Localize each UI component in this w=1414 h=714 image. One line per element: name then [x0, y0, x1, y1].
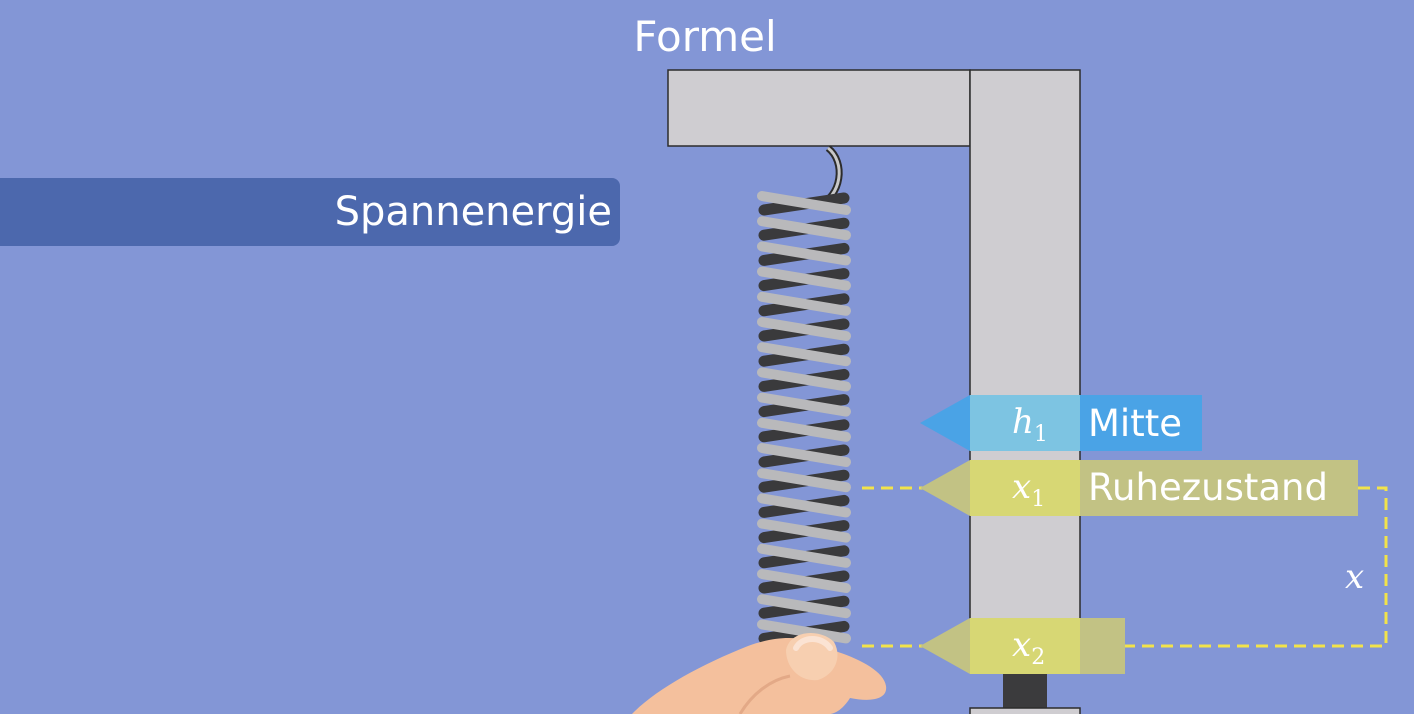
spring-coil	[757, 493, 851, 518]
distance-label: x	[1345, 557, 1365, 597]
spring-coil	[757, 443, 851, 467]
stand-top-arm	[667, 69, 971, 147]
hand-icon	[632, 632, 887, 714]
spring-coil	[757, 291, 851, 316]
spring-coil	[757, 241, 851, 266]
spring-coil	[757, 266, 851, 291]
topic-badge-label: Spannenergie	[334, 189, 612, 235]
spring-coil	[757, 367, 851, 392]
spring-coil	[757, 317, 851, 341]
spring-coil	[757, 216, 851, 241]
stand-base-connector	[1003, 672, 1047, 708]
spring-coil	[757, 468, 851, 493]
spring-icon	[757, 191, 851, 644]
page-title: Formel	[633, 12, 777, 61]
marker-x2-symbol: x2	[1012, 625, 1046, 670]
topic-badge: Spannenergie	[0, 178, 620, 246]
marker-x1-symbol: x1	[1012, 467, 1046, 512]
spring-coil	[757, 543, 851, 568]
spring-coil	[757, 594, 851, 619]
marker-h1-symbol: h1	[1012, 402, 1048, 447]
marker-x1	[920, 460, 1358, 516]
spring-coil	[757, 392, 851, 417]
marker-x1-label: Ruhezustand	[1088, 466, 1328, 509]
stand-base	[969, 707, 1081, 714]
stand-post	[969, 69, 1081, 673]
spring-coil	[757, 569, 851, 593]
marker-h1	[920, 395, 1202, 451]
marker-x2	[920, 618, 1125, 674]
spring-coil	[757, 417, 851, 442]
spring-coil	[757, 619, 851, 644]
spring-coil	[757, 518, 851, 543]
spring-coil	[757, 342, 851, 367]
spring-coil	[757, 191, 851, 215]
distance-bracket	[862, 486, 1388, 648]
marker-h1-label: Mitte	[1088, 402, 1182, 445]
